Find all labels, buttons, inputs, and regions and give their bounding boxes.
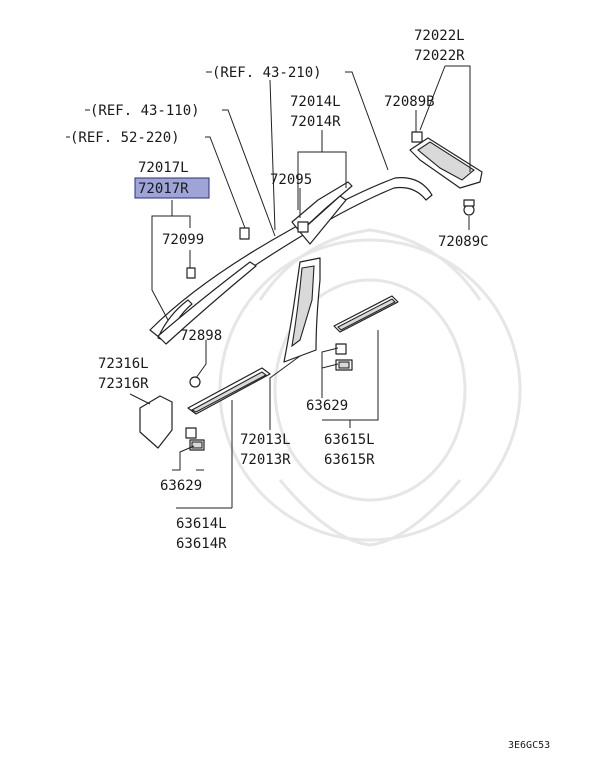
clip-72898	[189, 376, 201, 388]
cowl-side-trim-72316	[139, 395, 197, 449]
part-63614l-label[interactable]: 63614L	[176, 516, 227, 532]
part-72014r-label[interactable]: 72014R	[290, 114, 341, 130]
clip-63629-left	[189, 439, 205, 451]
part-63629-right-label[interactable]: 63629	[306, 398, 348, 414]
watermark-emblem	[218, 228, 522, 547]
part-63629-left-label[interactable]: 63629	[160, 478, 202, 494]
rear-pillar-trim-72022	[409, 131, 483, 189]
part-72014l-label[interactable]: 72014L	[290, 94, 341, 110]
clip-63629-right	[335, 343, 353, 371]
center-pillar-upper-trim	[291, 181, 353, 245]
part-72017l-label[interactable]: 72017L	[138, 160, 189, 176]
part-63615r-label[interactable]: 63615R	[324, 452, 375, 468]
front-pillar-trim-72017	[157, 261, 257, 345]
part-72095-label[interactable]: 72095	[270, 172, 312, 188]
ref-43-110-label[interactable]: (REF. 43-110)	[90, 103, 200, 119]
part-63614r-label[interactable]: 63614R	[176, 536, 227, 552]
part-72316r-label[interactable]: 72316R	[98, 376, 149, 392]
part-72898-label[interactable]: 72898	[180, 328, 222, 344]
ref-43-210-label[interactable]: (REF. 43-210)	[212, 65, 322, 81]
center-pillar-lower-trim-72013	[283, 257, 321, 363]
clip-72089c	[463, 199, 475, 216]
highlight-72017r	[134, 177, 210, 199]
ref-52-220-label[interactable]: (REF. 52-220)	[70, 130, 180, 146]
part-72017r-label[interactable]: 72017R	[138, 181, 189, 197]
part-63615l-label[interactable]: 63615L	[324, 432, 375, 448]
diagram-code: 3E6GC53	[508, 740, 550, 751]
part-72089b-label[interactable]: 72089B	[384, 94, 435, 110]
part-72089c-label[interactable]: 72089C	[438, 234, 489, 250]
scuff-plate-rear-63615	[333, 295, 399, 333]
part-72013r-label[interactable]: 72013R	[240, 452, 291, 468]
part-72022l-label[interactable]: 72022L	[414, 28, 465, 44]
part-labels: (REF. 43-210) (REF. 43-110) (REF. 52-220…	[70, 28, 550, 751]
part-72013l-label[interactable]: 72013L	[240, 432, 291, 448]
part-72099-label[interactable]: 72099	[162, 232, 204, 248]
leader-lines	[66, 65, 471, 509]
part-72022r-label[interactable]: 72022R	[414, 48, 465, 64]
part-72316l-label[interactable]: 72316L	[98, 356, 149, 372]
scuff-plate-front-63614	[187, 367, 271, 415]
